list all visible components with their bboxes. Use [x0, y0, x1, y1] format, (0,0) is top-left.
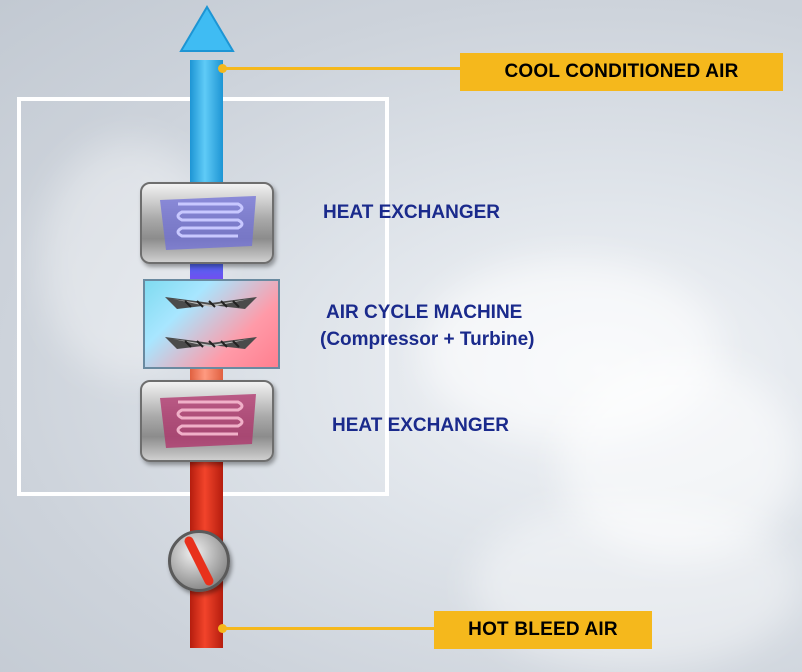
leader-line [223, 67, 461, 70]
cool-conditioned-air-callout: COOL CONDITIONED AIR [460, 53, 783, 91]
heat-exchanger-upper-label: HEAT EXCHANGER [323, 202, 500, 223]
leader-dot [218, 64, 227, 73]
heat-exchanger-coil-icon [160, 394, 256, 448]
heat-exchanger-coil-icon [160, 196, 256, 250]
leader-dot [218, 624, 227, 633]
heat-exchanger-lower-label: HEAT EXCHANGER [332, 415, 509, 436]
compressor-icon [165, 297, 257, 309]
heat-exchanger-lower [140, 380, 274, 462]
leader-line [223, 627, 435, 630]
air-cycle-machine-internals [165, 297, 257, 349]
cool-air-duct [190, 60, 223, 182]
heat-exchanger-upper [140, 182, 274, 264]
air-cycle-machine-sublabel: (Compressor + Turbine) [320, 329, 535, 350]
air-cycle-machine-label: AIR CYCLE MACHINE [326, 302, 523, 323]
turbine-icon [165, 337, 257, 349]
arrow-up-icon [179, 5, 235, 52]
hot-bleed-air-callout: HOT BLEED AIR [434, 611, 652, 649]
valve-icon [168, 530, 230, 592]
air-cycle-machine [143, 279, 280, 369]
cloud [560, 360, 800, 560]
